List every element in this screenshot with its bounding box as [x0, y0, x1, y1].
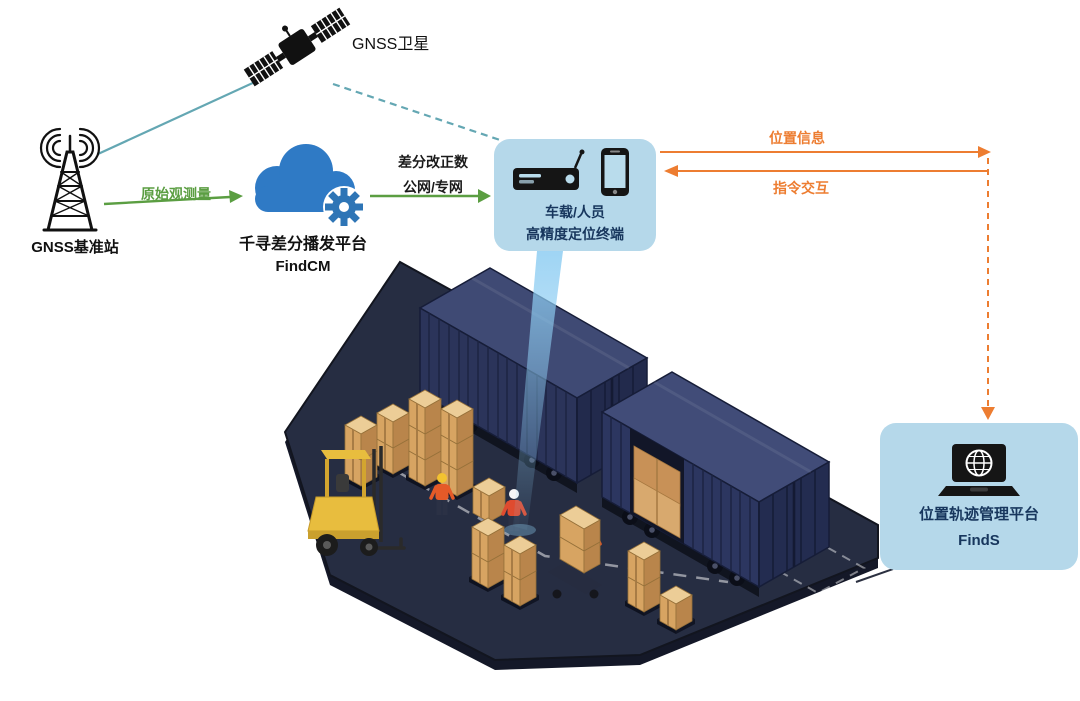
terminal-label-line1: 车载/人员	[545, 203, 605, 220]
correction-platform-subtitle: FindCM	[275, 258, 331, 276]
worker-1	[429, 473, 455, 515]
worker-3-with-pallet-jack	[548, 505, 602, 599]
vehicle-terminal-icon	[513, 149, 585, 190]
management-platform-subtitle: FindS	[958, 531, 1000, 549]
raw-observation-label: 原始观测量	[141, 186, 211, 202]
warehouse-scene	[283, 251, 894, 670]
arrow-corrections	[370, 189, 491, 203]
satellite-icon	[243, 7, 351, 87]
laptop-globe-icon	[938, 443, 1020, 496]
radio-tower-icon	[39, 127, 101, 232]
correction-platform-label: 千寻差分播发平台 FindCM	[218, 234, 388, 277]
positioning-beam	[504, 251, 563, 536]
container-open-door-cargo	[630, 428, 684, 544]
position-info-label: 位置信息	[769, 130, 825, 146]
finds-callout-line	[855, 568, 894, 583]
link-satellite-basestation	[97, 75, 269, 155]
vehicle-terminal-and-phone-icon	[513, 147, 629, 196]
satellite-label: GNSS卫星	[352, 36, 430, 53]
arrow-raw-observation	[103, 190, 243, 206]
management-platform-node: 位置轨迹管理平台 FindS	[880, 423, 1078, 570]
forklift-icon	[307, 446, 406, 556]
corrections-line2: 公网/专网	[403, 178, 463, 195]
corrections-line1: 差分改正数	[398, 154, 468, 170]
smartphone-icon	[601, 147, 629, 196]
gear-icon	[325, 188, 363, 226]
correction-platform-title: 千寻差分播发平台	[238, 236, 367, 253]
terminal-node: 车载/人员 高精度定位终端	[494, 139, 656, 251]
link-satellite-terminal	[332, 82, 504, 143]
command-interaction-label: 指令交互	[773, 180, 829, 196]
management-platform-title: 位置轨迹管理平台	[918, 505, 1039, 523]
cloud-gear-icon	[255, 144, 365, 228]
corrections-label: 差分改正数 公网/专网	[378, 150, 488, 199]
shipping-container-2	[600, 371, 831, 597]
arrow-position-info	[660, 146, 991, 158]
link-to-management-platform	[981, 158, 995, 420]
terminal-label-line2: 高精度定位终端	[526, 226, 624, 242]
zone-marking	[749, 529, 867, 595]
base-station-label: GNSS基准站	[31, 239, 119, 256]
signal-waves-icon	[39, 127, 101, 169]
globe-icon	[965, 449, 993, 477]
boxes-on-jack	[559, 505, 601, 574]
arrow-command-interaction	[664, 165, 988, 177]
